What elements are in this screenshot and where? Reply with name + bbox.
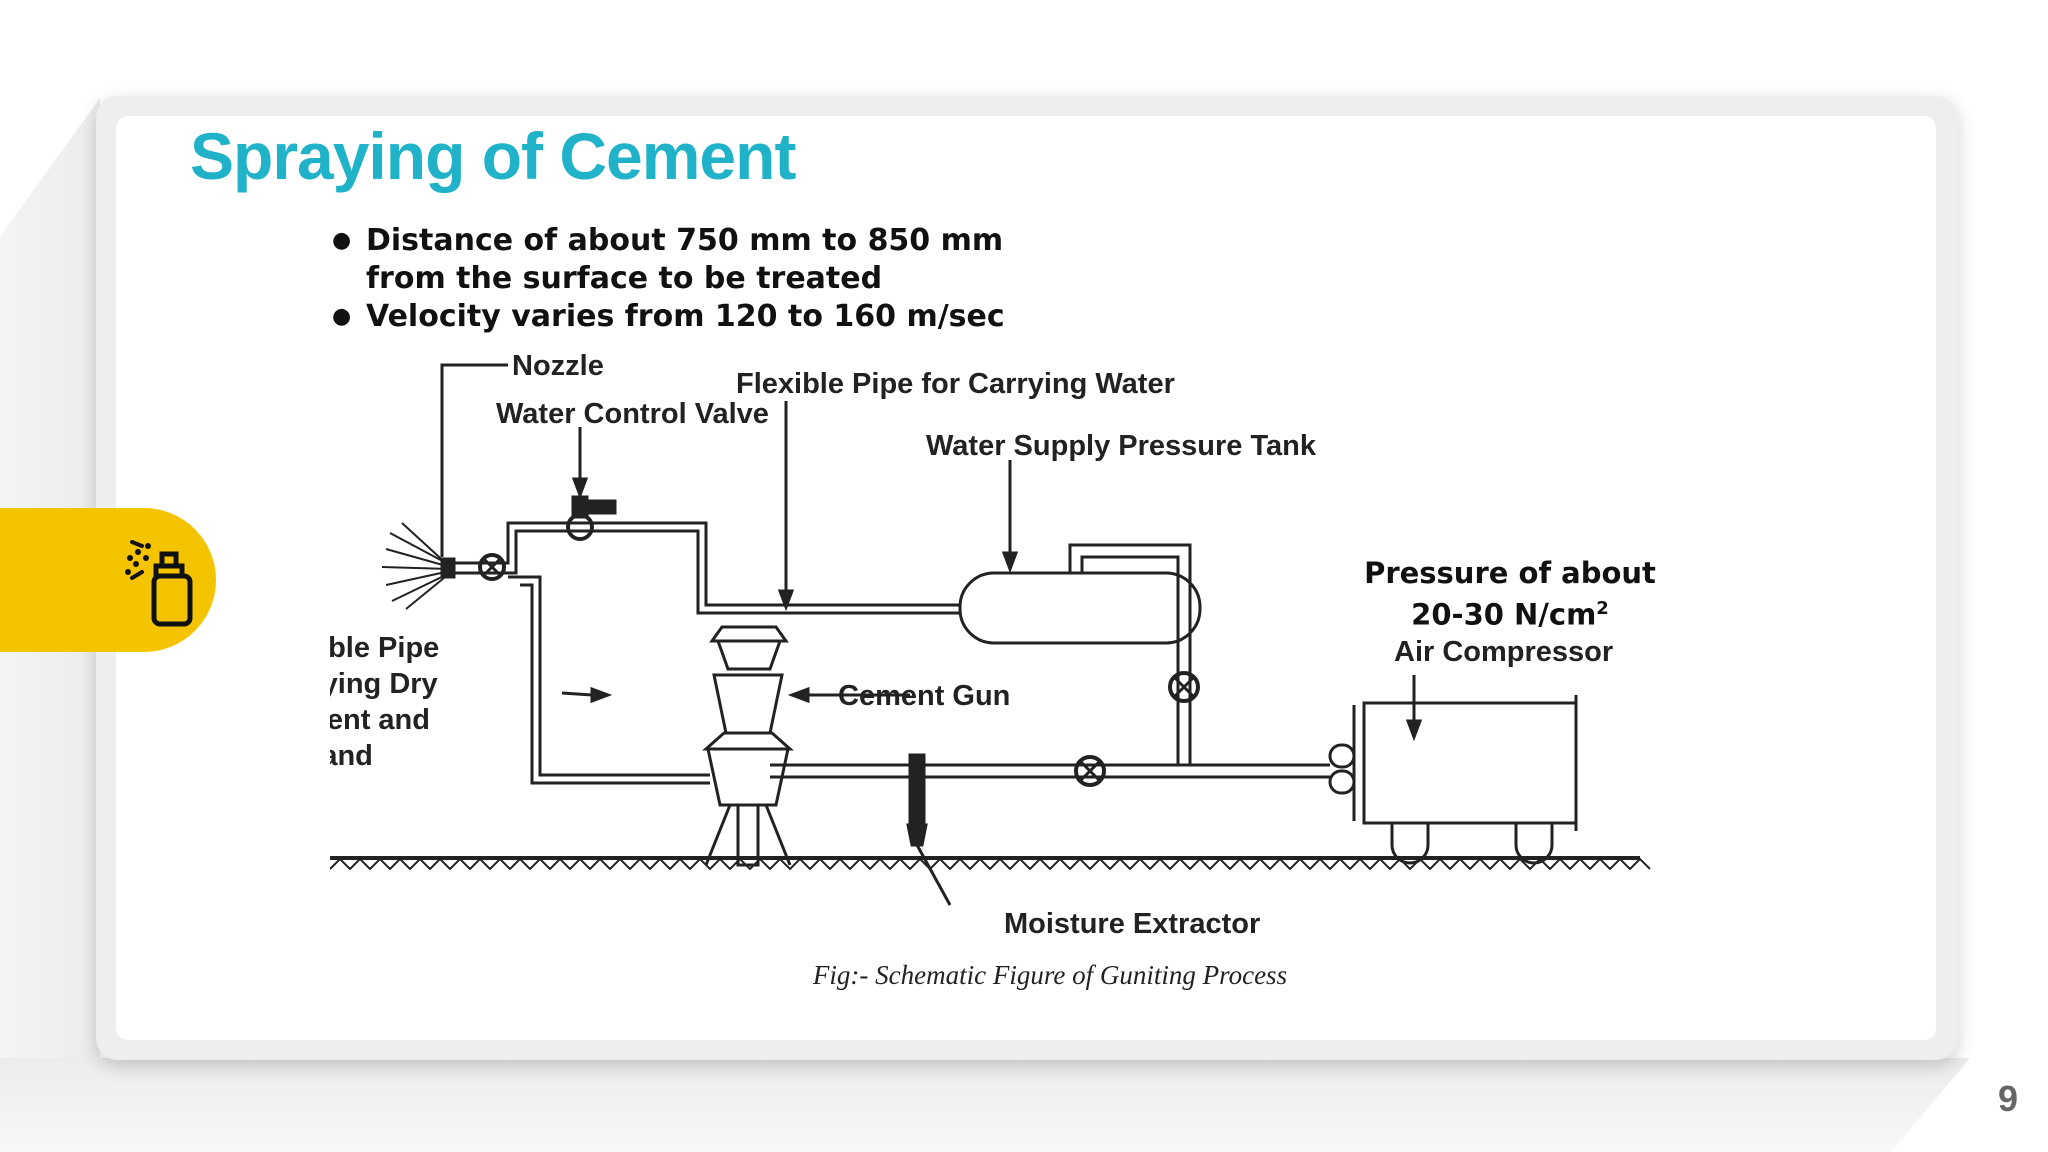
tank-line-valve bbox=[1168, 671, 1200, 703]
label-water-supply-tank: Water Supply Pressure Tank bbox=[926, 430, 1317, 462]
pressure-unit-exponent: 2 bbox=[1596, 598, 1609, 619]
water-supply-tank bbox=[958, 571, 1202, 645]
nozzle-tip bbox=[440, 557, 456, 579]
slide-title: Spraying of Cement bbox=[190, 119, 796, 193]
figure-caption: Fig:- Schematic Figure of Guniting Proce… bbox=[812, 960, 1288, 990]
water-pipe-upper bbox=[454, 521, 960, 607]
label-flexible-pipe-dry-4: Sand bbox=[330, 740, 373, 772]
bullet-distance: Distance of about 750 mm to 850 mm from … bbox=[332, 222, 1012, 298]
air-line-valve bbox=[1074, 755, 1106, 787]
label-cement-gun: Cement Gun bbox=[838, 680, 1010, 712]
spray-can-icon bbox=[125, 540, 193, 627]
label-flexible-pipe-water: Flexible Pipe for Carrying Water bbox=[736, 368, 1175, 400]
dry-pipe bbox=[508, 575, 710, 777]
pressure-value: 20-30 N/cm bbox=[1411, 597, 1597, 632]
bullet-velocity: Velocity varies from 120 to 160 m/sec bbox=[332, 298, 1012, 336]
label-flexible-pipe-dry-1: Flexible Pipe bbox=[330, 632, 439, 664]
page-number: 9 bbox=[1997, 1078, 2018, 1119]
slide-bevel-bottom bbox=[0, 1058, 1970, 1152]
label-water-control-valve: Water Control Valve bbox=[496, 398, 769, 430]
water-control-valve bbox=[566, 513, 594, 541]
pressure-annotation: Pressure of about 20-30 N/cm2 bbox=[1360, 555, 1660, 633]
nozzle-spray bbox=[381, 522, 451, 610]
air-compressor bbox=[1328, 743, 1356, 769]
nozzle-pointer bbox=[440, 363, 508, 557]
label-nozzle: Nozzle bbox=[512, 350, 604, 382]
pressure-line-1: Pressure of about bbox=[1364, 556, 1656, 590]
dry-line-valve bbox=[478, 553, 506, 581]
cement-gun bbox=[702, 625, 794, 867]
icon-tab bbox=[0, 508, 216, 652]
guniting-schematic: Nozzle Flexible Pipe for Carrying Water … bbox=[330, 350, 1651, 940]
bullet-list: Distance of about 750 mm to 850 mm from … bbox=[332, 222, 1012, 336]
pressure-line-2: 20-30 N/cm2 bbox=[1360, 591, 1660, 633]
moisture-extractor bbox=[908, 753, 926, 827]
tank-outlet-pipe bbox=[1068, 543, 1192, 765]
label-flexible-pipe-dry-2: Carrying Dry bbox=[330, 668, 438, 700]
label-moisture-extractor: Moisture Extractor bbox=[1004, 908, 1260, 940]
label-air-compressor: Air Compressor bbox=[1394, 636, 1613, 668]
label-flexible-pipe-dry-3: Cement and bbox=[330, 704, 430, 736]
